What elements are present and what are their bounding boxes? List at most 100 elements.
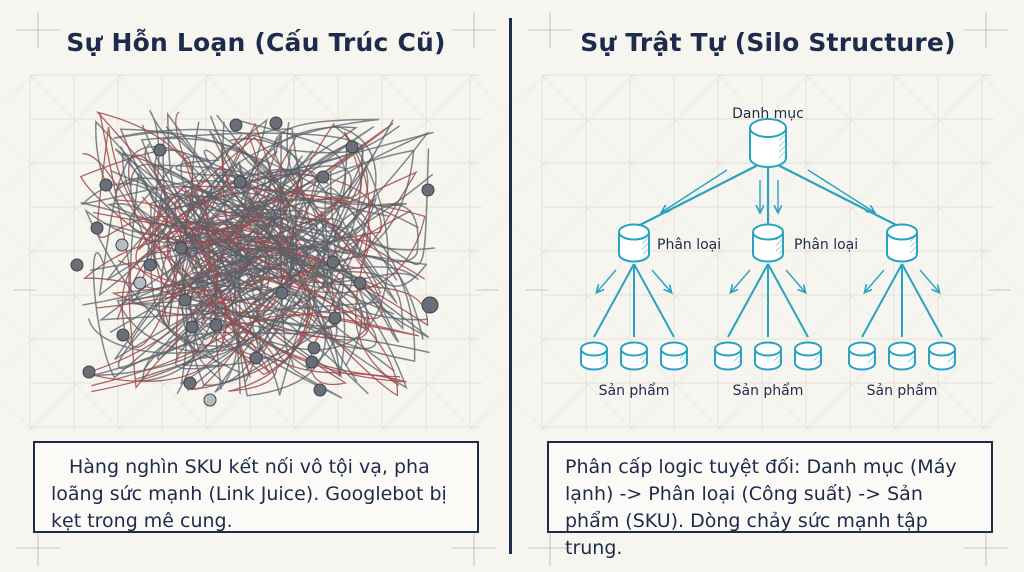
grid-diagonal	[381, 74, 512, 206]
flow-arrow	[597, 269, 617, 292]
tangle-curve	[165, 126, 343, 371]
product-node-shade	[774, 349, 780, 363]
panel-divider	[509, 18, 512, 554]
tangle-node	[316, 170, 330, 184]
grid-diagonal	[512, 74, 722, 285]
tangle-curve	[166, 111, 430, 390]
flow-arrow	[865, 269, 885, 292]
grid-diagonal	[512, 74, 634, 197]
category-node-top	[886, 223, 918, 241]
chaos-caption: Hàng nghìn SKU kết nối vô tội vạ, pha lo…	[33, 441, 479, 533]
grid-diagonal	[512, 308, 634, 431]
branch-edge	[633, 263, 675, 338]
branch-edge	[727, 263, 769, 338]
tangled-nodes	[70, 116, 439, 407]
tangle-node	[353, 276, 367, 290]
tangle-node	[328, 311, 342, 325]
category-label-1: Phân loại	[657, 237, 721, 253]
product-node-shade	[868, 349, 874, 363]
silo-caption: Phân cấp logic tuyệt đối: Danh mục (Máy …	[547, 441, 993, 559]
grid-diagonal	[981, 387, 1024, 431]
tangle-node	[249, 351, 263, 365]
product-node-shade	[814, 349, 820, 363]
flow-arrow	[651, 269, 671, 292]
product-node-top	[794, 341, 822, 357]
branch-edge	[767, 263, 809, 338]
tangle-node	[174, 241, 188, 255]
grid-diagonal	[469, 387, 512, 431]
category-label-2: Phân loại	[794, 237, 858, 253]
tangle-node	[269, 116, 283, 130]
tangle-curve	[128, 235, 353, 382]
product-node-top	[660, 341, 688, 357]
branch-edge	[901, 263, 943, 338]
product-node-top	[754, 341, 782, 357]
category-node	[618, 223, 650, 263]
tangle-curve	[82, 219, 329, 306]
tangle-node	[326, 255, 340, 269]
tangle-node	[233, 175, 247, 189]
root-node-label: Danh mục	[732, 106, 804, 122]
tangle-node	[209, 318, 223, 332]
tangle-curve	[113, 150, 435, 263]
product-label-3: Sản phẩm	[867, 382, 938, 399]
tangle-node	[421, 296, 439, 314]
root-edge	[767, 159, 903, 229]
tangle-curve	[91, 131, 420, 387]
tangle-curve	[110, 126, 415, 393]
grid-diagonal	[293, 211, 512, 431]
silo-edges	[593, 159, 943, 338]
branch-edge	[861, 263, 903, 338]
tangle-node	[275, 286, 289, 300]
product-node-shade	[948, 349, 954, 363]
product-node-top	[888, 341, 916, 357]
corner-marks	[14, 12, 498, 566]
silo-nodes	[580, 118, 956, 371]
grid-diagonal	[0, 74, 34, 109]
root-node-shade	[779, 128, 785, 158]
tangle-node	[143, 258, 157, 272]
tangle-curve	[98, 143, 275, 297]
grid-diagonal	[805, 211, 1024, 431]
tangle-node	[313, 383, 327, 397]
product-node-top	[714, 341, 742, 357]
tangle-curve	[119, 128, 358, 383]
product-node	[714, 341, 742, 371]
product-node	[754, 341, 782, 371]
tangle-curve	[175, 201, 311, 391]
category-node-top	[618, 223, 650, 241]
tangled-links	[79, 109, 435, 399]
tangle-node	[183, 376, 197, 390]
product-node-shade	[908, 349, 914, 363]
chaos-diagram	[0, 12, 512, 566]
corner-marks	[526, 12, 1010, 566]
tangle-node	[178, 293, 192, 307]
grid-diagonal	[981, 74, 1024, 118]
tangle-node	[115, 238, 129, 252]
flow-arrow	[919, 269, 939, 292]
root-edge	[633, 159, 769, 229]
grid-diagonal	[0, 308, 122, 431]
grid-diagonal	[205, 123, 512, 431]
product-node	[580, 341, 608, 371]
flow-arrow	[662, 169, 728, 212]
tangle-node	[305, 355, 319, 369]
grid-diagonal	[629, 74, 986, 431]
silo-diagram: Danh mục Phân loại Phân loại Sản phẩm Sả…	[512, 12, 1024, 566]
category-node	[886, 223, 918, 263]
grid-diagonal	[893, 299, 1024, 431]
branch-edge	[593, 263, 635, 338]
tangle-node	[153, 143, 167, 157]
product-node	[848, 341, 876, 371]
product-node-shade	[640, 349, 646, 363]
category-node-shade	[642, 232, 648, 254]
tangle-node	[90, 221, 104, 235]
product-node	[888, 341, 916, 371]
category-node-shade	[776, 232, 782, 254]
grid-diagonal	[0, 74, 210, 285]
tangle-node	[70, 258, 84, 272]
product-node	[620, 341, 648, 371]
tangle-node	[203, 393, 217, 407]
grid-diagonal	[512, 74, 546, 109]
grid-diagonal	[512, 396, 546, 431]
